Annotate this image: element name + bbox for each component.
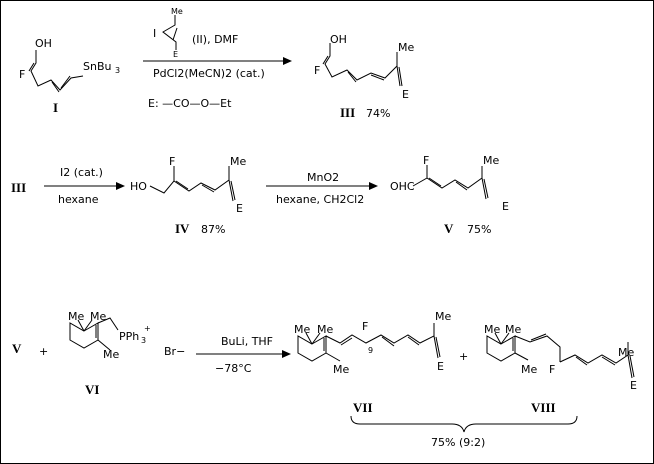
atom-Me-VI-2: Me (90, 310, 106, 323)
label-compound-V: V (444, 221, 454, 236)
label-compound-IV: IV (175, 221, 190, 236)
step3-reagent-top: MnO2 (307, 171, 339, 184)
step4-reagent-bottom: −78°C (215, 362, 252, 375)
ester-legend: E: —CO—O—Et (148, 97, 232, 110)
plus-sign-1: + (39, 345, 48, 358)
atom-F-IV: F (169, 155, 175, 168)
label-compound-I: I (53, 100, 58, 115)
atom-Me-VII-4: Me (333, 363, 349, 376)
atom-F-VII: F (362, 320, 368, 333)
step2-reagent-bottom: hexane (58, 193, 99, 206)
atom-E-V: E (502, 200, 509, 213)
atom-SnBu: SnBu (83, 60, 111, 73)
atom-Me-III: Me (398, 41, 414, 54)
step4-arrowhead (282, 350, 291, 358)
subscript-3: 3 (115, 66, 120, 75)
position-9-VII: 9 (368, 346, 373, 355)
atom-E-III: E (402, 88, 409, 101)
atom-I-reagent: I (153, 27, 156, 40)
label-compound-III: III (340, 105, 355, 120)
atom-Me-IV: Me (230, 155, 246, 168)
atom-OHC-V: OHC (390, 180, 415, 193)
yield-V: 75% (467, 223, 491, 236)
plus-sign-2: + (459, 350, 468, 363)
atom-Me-VI-3: Me (103, 348, 119, 361)
step1-reagent-top: (II), DMF (192, 33, 238, 46)
subscript-3-VI: 3 (141, 336, 146, 345)
yield-III: 74% (366, 107, 390, 120)
atom-Me-VII-1: Me (294, 323, 310, 336)
label-compound-VII: VII (353, 400, 373, 415)
compound-V-structure: OHC F Me E (390, 154, 509, 213)
step3-arrowhead (369, 182, 378, 190)
label-compound-VI: VI (85, 382, 99, 397)
yield-VII-VIII: 75% (9:2) (431, 436, 485, 449)
atom-Me-VIII-4: Me (618, 346, 634, 359)
atom-F-VIII: F (549, 363, 555, 376)
atom-F: F (19, 68, 25, 81)
atom-Me-V: Me (483, 154, 499, 167)
product-brace (350, 415, 578, 433)
row2-start-label: III (11, 180, 26, 195)
atom-PPh-VI: PPh (119, 330, 139, 343)
compound-I-structure: OH F SnBu 3 (19, 37, 120, 93)
atom-Me-reagent: Me (171, 7, 183, 16)
compound-VI-structure: Me Me PPh 3 + Me Br− (68, 310, 185, 361)
step3-reagent-bottom: hexane, CH2Cl2 (276, 193, 364, 206)
compound-VIII-structure: Me Me Me F Me E (484, 323, 637, 392)
step2-arrowhead (116, 182, 125, 190)
atom-F-III: F (314, 64, 320, 77)
atom-OH: OH (35, 37, 52, 50)
atom-E-reagent: E (173, 50, 178, 59)
atom-F-V: F (423, 154, 429, 167)
compound-III-structure: OH F Me E (314, 33, 414, 101)
charge-plus-VI: + (144, 324, 151, 333)
atom-E-VII: E (437, 360, 444, 373)
label-compound-VIII: VIII (531, 400, 556, 415)
step4-reagent-top: BuLi, THF (221, 335, 273, 348)
atom-Me-VII-3: Me (435, 310, 451, 323)
row3-start-label: V (12, 341, 22, 356)
bromide-counterion: Br− (164, 345, 185, 358)
atom-E-IV: E (236, 202, 243, 215)
step1-arrowhead (283, 57, 292, 65)
compound-IV-structure: HO F Me E (130, 155, 246, 215)
atom-OH-III: OH (330, 33, 347, 46)
atom-Me-VIII-1: Me (484, 323, 500, 336)
yield-IV: 87% (201, 223, 225, 236)
reagent-II-structure: Me I E (153, 7, 183, 59)
atom-E-VIII: E (630, 379, 637, 392)
atom-Me-VIII-2: Me (505, 323, 521, 336)
atom-Me-VIII-3: Me (521, 363, 537, 376)
atom-Me-VII-2: Me (317, 323, 333, 336)
atom-HO-IV: HO (130, 180, 147, 193)
step2-reagent-top: I2 (cat.) (60, 166, 103, 179)
atom-Me-VI-1: Me (68, 310, 84, 323)
step1-reagent-bottom: PdCl2(MeCN)2 (cat.) (153, 67, 265, 80)
compound-VII-structure: Me Me F 9 Me Me E (294, 310, 451, 376)
